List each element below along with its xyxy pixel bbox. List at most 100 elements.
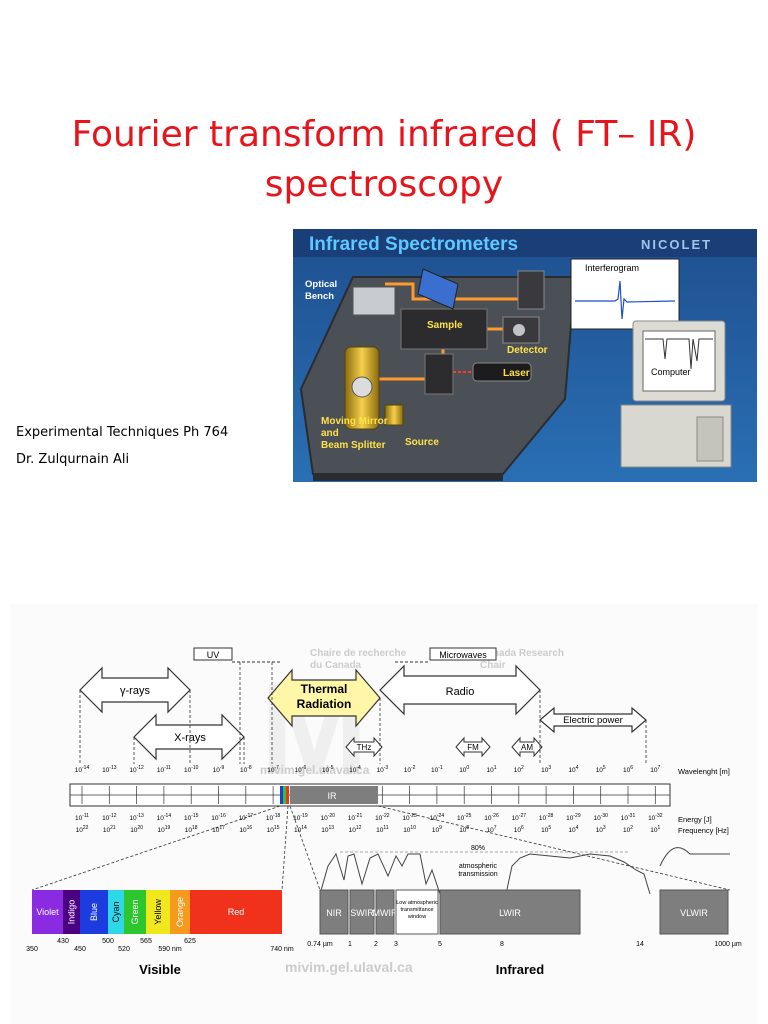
ir-source	[384, 404, 404, 426]
computer-screen	[642, 330, 716, 392]
transmission-label-atmospheric: atmospheric	[459, 863, 498, 870]
course-name: Experimental Techniques Ph 764	[16, 425, 229, 440]
microwaves-label: Microwaves	[439, 650, 487, 660]
atmospheric-transmission-curve	[319, 852, 651, 895]
upper-mirror	[517, 270, 545, 310]
infrared-tick: 14	[636, 941, 644, 948]
range-guides	[79, 662, 647, 764]
visible-band	[63, 890, 80, 934]
ir-spectrometer-figure: Infrared Spectrometers NICOLET Optical B…	[293, 229, 757, 482]
energy-tick: 10-14	[157, 813, 172, 822]
laser-label: Laser	[503, 368, 530, 379]
visible-band-label: Violet	[36, 907, 59, 917]
wavelength-tick: 10-8	[240, 765, 252, 774]
visible-band-label: Green	[130, 899, 140, 924]
infrared-band	[395, 889, 439, 935]
wavelength-tick: 102	[514, 765, 524, 774]
vlwir-transmission-curve	[659, 847, 730, 867]
energy-tick: 10-26	[484, 813, 499, 822]
energy-tick-labels: 10-1110-1210-1310-1410-1510-1610-1710-18…	[75, 813, 663, 822]
wavelength-tick: 10-12	[129, 765, 144, 774]
visible-band-label: Indigo	[67, 900, 77, 925]
thz-arrow: THz	[345, 736, 383, 758]
frequency-tick: 1010	[403, 825, 416, 834]
energy-tick: 10-25	[457, 813, 472, 822]
frequency-tick: 1019	[158, 825, 171, 834]
infrared-band-label: VLWIR	[680, 908, 708, 918]
visible-tick: 350	[26, 946, 38, 953]
author-name: Dr. Zulqurnain Ali	[16, 452, 130, 467]
interferogram-trace	[575, 280, 676, 320]
frequency-tick: 1018	[185, 825, 198, 834]
frequency-tick: 109	[432, 825, 442, 834]
gamma-rays-arrow: γ-rays	[79, 666, 191, 714]
visible-band-label: Cyan	[111, 901, 121, 922]
visible-tick: 500	[102, 938, 114, 945]
optical-mirror-block	[352, 286, 396, 316]
wavelength-tick: 10-4	[349, 765, 361, 774]
detector-lens	[513, 324, 525, 336]
wavelength-tick: 10-9	[213, 765, 225, 774]
visible-band	[124, 890, 146, 934]
energy-tick: 10-22	[375, 813, 390, 822]
heading-band	[293, 229, 757, 257]
wavelength-axis-label: Wavelenght [m]	[678, 767, 730, 776]
energy-tick: 10-11	[75, 813, 89, 822]
visible-band	[80, 890, 108, 934]
energy-tick: 10-28	[539, 813, 554, 822]
aperture-block	[424, 353, 454, 395]
frequency-tick: 1022	[76, 825, 89, 834]
infrared-tick: 0.74 µm	[307, 941, 333, 948]
watermark-line-1: Chaire de recherche	[310, 648, 407, 659]
watermark-line-3: Canada Research	[480, 648, 564, 659]
infrared-band-label: LWIR	[499, 908, 521, 918]
frequency-tick: 101	[650, 825, 660, 834]
visible-marker-blue	[280, 786, 283, 804]
visible-tick: 450	[74, 946, 86, 953]
microwaves-box	[429, 647, 497, 661]
energy-tick: 10-30	[593, 813, 608, 822]
frequency-tick: 104	[568, 825, 578, 834]
infrared-band-label: SWIR	[350, 908, 374, 918]
transmission-label-transmission: transmission	[458, 871, 497, 878]
detector-label: Detector	[507, 345, 548, 356]
interferogram-label: Interferogram	[585, 263, 639, 273]
thermal-radiation-arrow: Thermal Radiation	[267, 668, 381, 728]
title-line-1: Fourier transform infrared ( FT– IR)	[71, 114, 697, 155]
energy-tick: 10-19	[293, 813, 308, 822]
energy-tick: 10-15	[184, 813, 199, 822]
frequency-tick: 103	[596, 825, 606, 834]
infrared-band	[319, 889, 349, 935]
visible-tick: 565	[140, 938, 152, 945]
frequency-tick: 1016	[239, 825, 252, 834]
energy-tick: 10-23	[402, 813, 417, 822]
infrared-band	[659, 889, 729, 935]
energy-axis-label: Energy [J]	[678, 815, 712, 824]
nicolet-brand: NICOLET	[641, 237, 712, 252]
wavelength-tick: 101	[486, 765, 496, 774]
drive-bay	[696, 416, 724, 462]
wavelength-tick: 10-11	[157, 765, 171, 774]
electric-power-label: Electric power	[563, 715, 623, 726]
visible-band	[32, 890, 63, 934]
radio-label: Radio	[446, 686, 475, 698]
visible-marker-red	[286, 786, 289, 804]
sample-label: Sample	[427, 320, 463, 331]
uv-label: UV	[207, 650, 220, 660]
energy-tick: 10-13	[129, 813, 144, 822]
wavelength-tick: 10-10	[184, 765, 199, 774]
wavelength-tick: 10-6	[295, 765, 307, 774]
energy-tick: 10-16	[211, 813, 226, 822]
frequency-tick: 106	[514, 825, 524, 834]
infrared-band	[439, 889, 581, 935]
wavelength-tick: 103	[541, 765, 551, 774]
laser-tube	[472, 362, 532, 382]
moving-mirror-label: Moving Mirror and Beam Splitter	[321, 416, 390, 451]
thermal-label-1: Thermal	[301, 682, 348, 696]
infrared-band	[375, 889, 395, 935]
wavelength-tick: 100	[459, 765, 469, 774]
